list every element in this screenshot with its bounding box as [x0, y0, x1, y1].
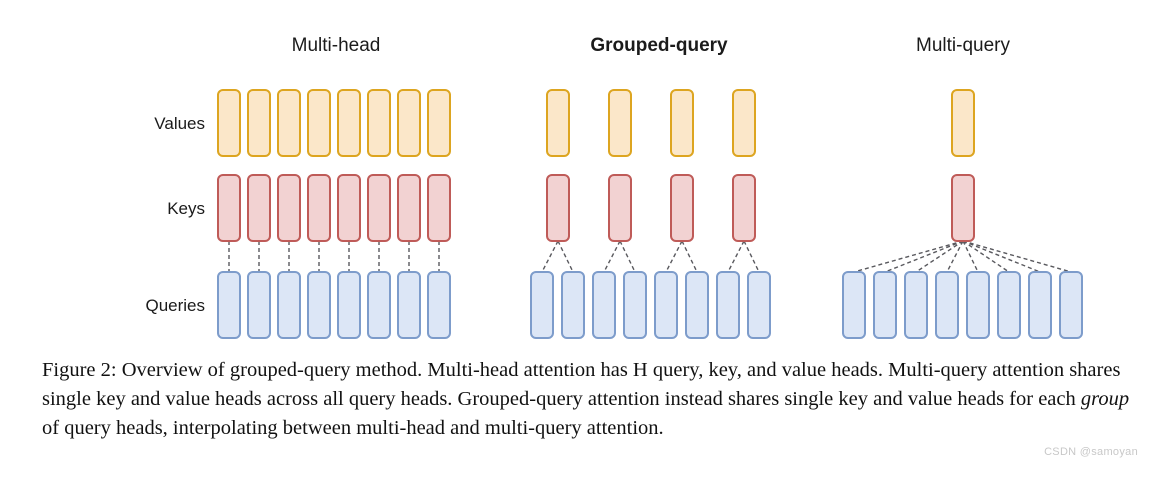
head-box-queries: [397, 271, 421, 339]
connection-lines-group: [228, 240, 1072, 273]
head-box-queries: [904, 271, 928, 339]
key-query-link: [962, 240, 1041, 273]
head-box-keys: [608, 174, 632, 242]
head-box-queries: [716, 271, 740, 339]
figure-caption: Figure 2: Overview of grouped-query meth…: [42, 356, 1138, 443]
key-query-link: [603, 240, 621, 273]
row-label-keys: Keys: [167, 199, 205, 218]
head-box-keys: [277, 174, 301, 242]
key-query-link: [884, 240, 964, 273]
key-query-link: [665, 240, 683, 273]
head-box-keys: [951, 174, 975, 242]
caption-suffix: of query heads, interpolating between mu…: [42, 417, 664, 440]
panel-title-multi-head: Multi-head: [292, 35, 381, 56]
head-box-values: [546, 89, 570, 157]
panel-title-multi-query: Multi-query: [916, 35, 1010, 56]
head-box-keys: [337, 174, 361, 242]
head-box-values: [367, 89, 391, 157]
head-box-keys: [670, 174, 694, 242]
head-box-queries: [217, 271, 241, 339]
head-box-keys: [397, 174, 421, 242]
head-box-values: [427, 89, 451, 157]
head-box-queries: [685, 271, 709, 339]
row-label-values: Values: [154, 114, 205, 133]
key-query-link: [853, 240, 964, 273]
head-box-keys: [217, 174, 241, 242]
head-box-queries: [623, 271, 647, 339]
attention-variants-diagram: Multi-head Grouped-query Multi-query Value…: [145, 35, 1083, 339]
head-box-queries: [367, 271, 391, 339]
head-box-queries: [247, 271, 271, 339]
head-box-queries: [277, 271, 301, 339]
key-query-link: [557, 240, 574, 273]
head-box-values: [732, 89, 756, 157]
head-box-queries: [307, 271, 331, 339]
head-box-queries: [561, 271, 585, 339]
key-query-link: [962, 240, 979, 273]
head-box-queries: [654, 271, 678, 339]
key-query-link: [743, 240, 760, 273]
head-box-queries: [997, 271, 1021, 339]
head-box-values: [670, 89, 694, 157]
panel-title-grouped-query: Grouped-query: [590, 35, 728, 56]
key-query-link: [946, 240, 964, 273]
row-label-queries: Queries: [145, 296, 205, 315]
head-box-queries: [842, 271, 866, 339]
head-box-values: [217, 89, 241, 157]
caption-italic-term: group: [1080, 388, 1130, 411]
head-box-keys: [367, 174, 391, 242]
head-boxes-group: [217, 89, 1083, 339]
head-box-values: [337, 89, 361, 157]
key-query-link: [541, 240, 559, 273]
head-box-keys: [307, 174, 331, 242]
head-box-keys: [247, 174, 271, 242]
key-query-link: [962, 240, 1072, 273]
head-box-queries: [747, 271, 771, 339]
head-box-keys: [732, 174, 756, 242]
head-box-queries: [530, 271, 554, 339]
head-box-values: [307, 89, 331, 157]
caption-prefix: Figure 2: Overview of grouped-query meth…: [42, 359, 1121, 411]
head-box-queries: [1028, 271, 1052, 339]
head-box-queries: [427, 271, 451, 339]
head-box-values: [277, 89, 301, 157]
head-box-queries: [935, 271, 959, 339]
panel-titles-group: Multi-head Grouped-query Multi-query: [292, 35, 1011, 56]
head-box-queries: [1059, 271, 1083, 339]
head-box-values: [608, 89, 632, 157]
head-box-queries: [337, 271, 361, 339]
head-box-keys: [427, 174, 451, 242]
key-query-link: [619, 240, 636, 273]
head-box-values: [247, 89, 271, 157]
head-box-values: [397, 89, 421, 157]
head-box-values: [951, 89, 975, 157]
key-query-link: [962, 240, 1010, 273]
key-query-link: [727, 240, 745, 273]
head-box-keys: [546, 174, 570, 242]
head-box-queries: [873, 271, 897, 339]
head-box-queries: [592, 271, 616, 339]
key-query-link: [681, 240, 698, 273]
csdn-watermark: CSDN @samoyan: [1044, 446, 1138, 458]
key-query-link: [915, 240, 964, 273]
head-box-queries: [966, 271, 990, 339]
